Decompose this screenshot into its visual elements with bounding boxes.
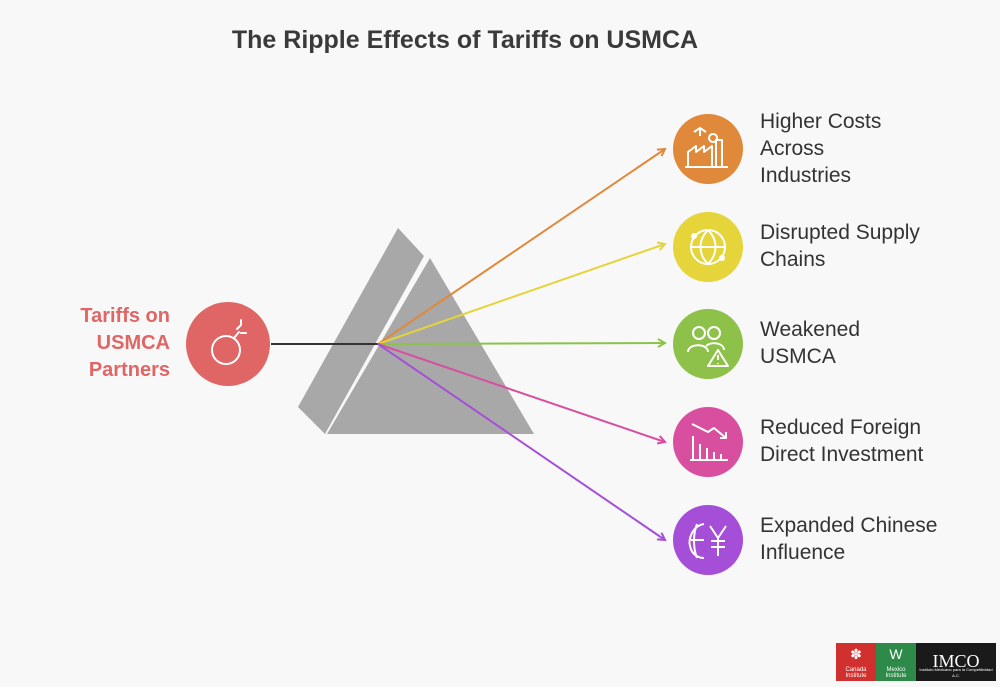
w-mark-icon: W <box>889 646 903 662</box>
globe-network-icon <box>673 212 743 282</box>
arrow-reduced-fdi <box>377 343 665 442</box>
source-label: Tariffs on USMCA Partners <box>40 303 170 384</box>
effect-label-line: Chains <box>760 248 826 271</box>
arrow-supply-chains <box>377 244 665 345</box>
source-label-line: USMCA <box>96 332 170 354</box>
effect-label-supply-chains: Disrupted Supply Chains <box>760 219 990 273</box>
diagram-title: The Ripple Effects of Tariffs on USMCA <box>231 26 699 54</box>
globe-yuan-icon <box>673 505 743 575</box>
effect-label-line: Disrupted Supply <box>760 221 920 244</box>
bomb-icon <box>186 302 270 386</box>
arrow-weakened-usmca <box>377 343 665 344</box>
maple-leaf-icon: ✽ <box>850 646 862 662</box>
factory-icon <box>673 114 743 184</box>
source-label-line: Tariffs on <box>80 305 170 327</box>
effect-label-weakened-usmca: Weakened USMCA <box>760 316 990 370</box>
effect-label-chinese-influence: Expanded Chinese Influence <box>760 512 990 566</box>
effect-label-line: Expanded Chinese <box>760 514 938 537</box>
source-label-line: Partners <box>88 359 170 381</box>
imco-subtext: Instituto Mexicano para la Competitivida… <box>919 667 993 678</box>
effect-label-line: Reduced Foreign <box>760 416 922 439</box>
canada-institute-logo: ✽ Canada Institute <box>836 643 876 681</box>
effect-label-line: USMCA <box>760 345 836 368</box>
imco-text: IMCO <box>932 651 980 671</box>
declining-chart-icon <box>673 407 743 477</box>
mexico-institute-logo: W Mexico Institute <box>876 643 916 681</box>
arrow-higher-costs <box>377 149 665 345</box>
effect-label-line: Direct Investment <box>760 443 924 466</box>
effect-label-line: Across <box>760 137 825 160</box>
imco-logo: IMCO Instituto Mexicano para la Competit… <box>916 643 996 681</box>
effect-label-line: Weakened <box>760 318 861 341</box>
mexico-institute-text: Mexico Institute <box>885 667 907 679</box>
canada-institute-text: Canada Institute <box>845 667 867 679</box>
effect-label-higher-costs: Higher Costs Across Industries <box>760 108 990 189</box>
effect-label-line: Influence <box>760 541 846 564</box>
effect-label-line: Higher Costs <box>760 110 882 133</box>
effect-label-line: Industries <box>760 164 852 187</box>
prism <box>298 228 534 434</box>
people-warning-icon <box>673 309 743 379</box>
effect-label-reduced-fdi: Reduced Foreign Direct Investment <box>760 414 990 468</box>
arrow-chinese-influence <box>377 343 665 540</box>
